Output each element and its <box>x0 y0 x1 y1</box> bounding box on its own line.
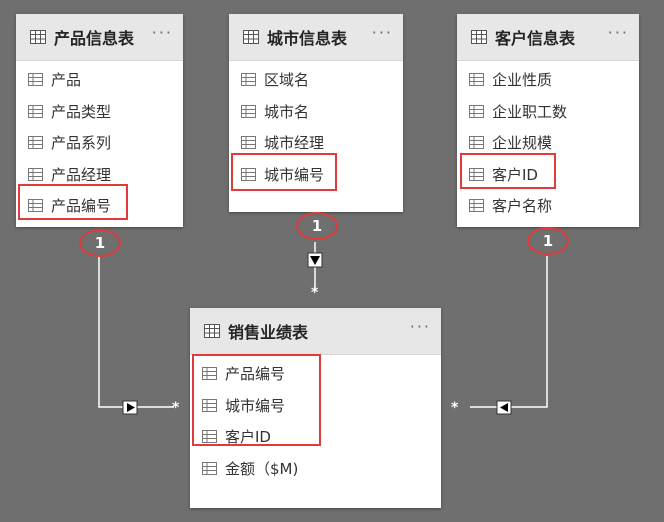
field-label: 产品类型 <box>51 102 112 121</box>
table-card-sales[interactable]: 销售业绩表 ··· 产品编号 城市编号 客户ID 金额（$M) <box>190 308 441 508</box>
more-options-icon[interactable]: ··· <box>409 317 431 336</box>
field-label: 城市经理 <box>264 134 325 153</box>
field-row[interactable]: 产品系列 <box>16 127 183 159</box>
field-label: 产品经理 <box>51 165 112 184</box>
more-options-icon[interactable]: ··· <box>151 23 173 42</box>
arrow-down-icon <box>310 256 320 265</box>
field-label: 产品编号 <box>225 365 286 384</box>
field-icon <box>241 73 256 87</box>
field-label: 企业性质 <box>492 71 553 90</box>
relationship-line-product[interactable] <box>98 256 174 408</box>
table-card-city[interactable]: 城市信息表 ··· 区域名 城市名 城市经理 城市编号 <box>229 14 403 212</box>
table-title: 销售业绩表 <box>228 323 309 342</box>
field-label: 金额（$M) <box>225 459 299 478</box>
table-header[interactable]: 客户信息表 ··· <box>457 14 639 61</box>
field-label: 产品编号 <box>51 197 112 216</box>
field-icon <box>241 136 256 150</box>
field-label: 产品 <box>51 71 82 90</box>
field-row[interactable]: 客户名称 <box>457 190 639 222</box>
cardinality-one-customer: 1 <box>527 227 569 255</box>
field-icon <box>28 104 43 118</box>
field-row[interactable]: 企业规模 <box>457 127 639 159</box>
field-label: 客户ID <box>225 428 271 447</box>
field-label: 客户名称 <box>492 197 553 216</box>
field-row-fk[interactable]: 城市编号 <box>190 390 441 422</box>
cardinality-one-label: 1 <box>311 217 323 235</box>
highlight-box-customer-key <box>460 153 556 189</box>
relationship-line-customer[interactable] <box>470 256 548 408</box>
field-icon <box>202 398 217 412</box>
field-row[interactable]: 城市名 <box>229 96 403 128</box>
field-icon <box>469 136 484 150</box>
arrow-left-icon <box>500 403 508 412</box>
field-icon <box>241 167 256 181</box>
table-card-product[interactable]: 产品信息表 ··· 产品 产品类型 产品系列 产品经理 产品编号 <box>16 14 183 227</box>
field-label: 城市名 <box>264 102 310 121</box>
field-label: 城市编号 <box>225 396 286 415</box>
table-title: 客户信息表 <box>495 29 576 48</box>
cardinality-one-label: 1 <box>542 232 554 250</box>
table-card-customer[interactable]: 客户信息表 ··· 企业性质 企业职工数 企业规模 客户ID 客户名称 <box>457 14 639 227</box>
field-row-key[interactable]: 客户ID <box>457 159 639 191</box>
highlight-box-product-key <box>18 184 128 220</box>
field-row-key[interactable]: 城市编号 <box>229 159 403 191</box>
field-icon <box>469 73 484 87</box>
field-row[interactable]: 企业职工数 <box>457 96 639 128</box>
field-row[interactable]: 产品经理 <box>16 159 183 191</box>
field-icon <box>469 199 484 213</box>
cardinality-one-label: 1 <box>94 234 106 252</box>
field-icon <box>28 136 43 150</box>
field-icon <box>28 167 43 181</box>
more-options-icon[interactable]: ··· <box>371 23 393 42</box>
table-icon <box>204 324 220 338</box>
cardinality-many-customer: * <box>451 400 459 416</box>
field-label: 区域名 <box>264 71 310 90</box>
field-row[interactable]: 企业性质 <box>457 64 639 96</box>
field-icon <box>202 430 217 444</box>
highlight-box-city-key <box>231 153 337 191</box>
field-icon <box>202 461 217 475</box>
field-row[interactable]: 区域名 <box>229 64 403 96</box>
field-label: 客户ID <box>492 165 538 184</box>
field-label: 企业职工数 <box>492 102 568 121</box>
field-row-key[interactable]: 产品编号 <box>16 190 183 222</box>
table-header[interactable]: 产品信息表 ··· <box>16 14 183 61</box>
table-icon <box>30 30 46 44</box>
field-icon <box>469 104 484 118</box>
arrow-right-icon <box>127 403 135 412</box>
field-row[interactable]: 金额（$M) <box>190 453 441 485</box>
cardinality-one-product: 1 <box>79 229 121 257</box>
field-icon <box>202 367 217 381</box>
table-header[interactable]: 城市信息表 ··· <box>229 14 403 61</box>
field-row[interactable]: 产品 <box>16 64 183 96</box>
table-header[interactable]: 销售业绩表 ··· <box>190 308 441 355</box>
more-options-icon[interactable]: ··· <box>607 23 629 42</box>
cardinality-one-city: 1 <box>296 212 338 240</box>
field-row[interactable]: 产品类型 <box>16 96 183 128</box>
field-icon <box>28 199 43 213</box>
highlight-box-sales-keys <box>192 354 321 446</box>
field-icon <box>28 73 43 87</box>
field-label: 企业规模 <box>492 134 553 153</box>
field-label: 城市编号 <box>264 165 325 184</box>
field-icon <box>241 104 256 118</box>
field-label: 产品系列 <box>51 134 112 153</box>
field-row[interactable]: 城市经理 <box>229 127 403 159</box>
table-icon <box>243 30 259 44</box>
cardinality-many-city: * <box>311 285 319 301</box>
cardinality-many-product: * <box>172 400 180 416</box>
field-row-fk[interactable]: 客户ID <box>190 421 441 453</box>
field-icon <box>469 167 484 181</box>
table-title: 产品信息表 <box>54 29 135 48</box>
field-row-fk[interactable]: 产品编号 <box>190 358 441 390</box>
table-title: 城市信息表 <box>267 29 348 48</box>
table-icon <box>471 30 487 44</box>
